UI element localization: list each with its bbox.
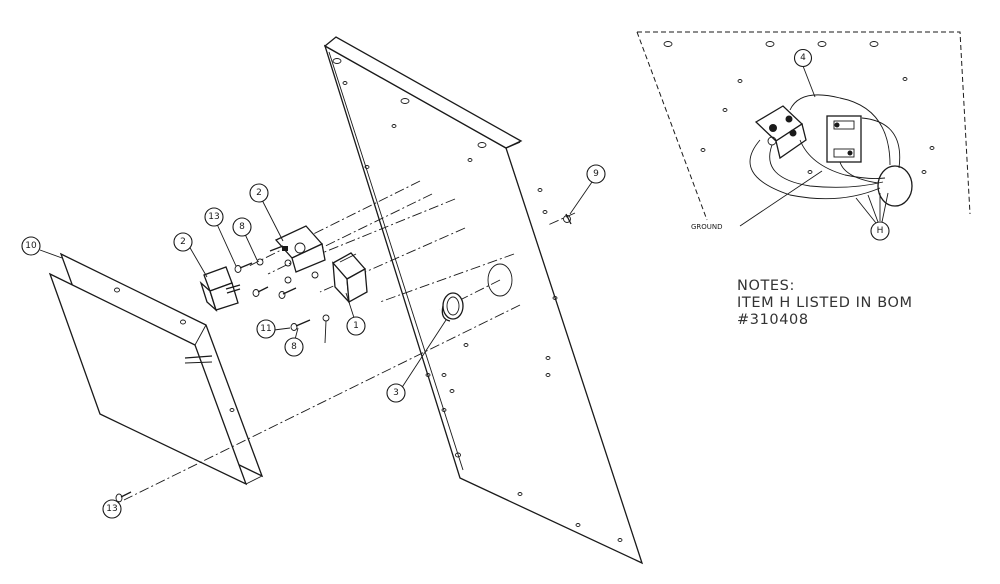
notes-block: NOTES: ITEM H LISTED IN BOM #310408 [737, 278, 913, 329]
callout-9: 9 [586, 164, 606, 184]
switch-body [269, 225, 326, 273]
callout-8-upper: 8 [232, 217, 252, 237]
screws-and-nuts [115, 213, 572, 503]
notes-heading: NOTES: [737, 278, 795, 294]
callout-4-label: 4 [800, 53, 806, 63]
callout-13-upper: 13 [204, 207, 224, 227]
callout-1-label: 1 [353, 321, 359, 331]
callout-11: 11 [256, 319, 276, 339]
alignment-lines [123, 180, 576, 501]
callout-13-upper-label: 13 [208, 212, 219, 222]
notes-line-2: #310408 [737, 312, 809, 328]
callout-3-label: 3 [393, 388, 399, 398]
callout-9-label: 9 [593, 169, 599, 179]
callout-H: H [870, 221, 890, 241]
wiring-detail-view: GROUND 4 H [636, 31, 971, 241]
notes-line-1: ITEM H LISTED IN BOM [737, 295, 913, 311]
callout-2-front-label: 2 [180, 237, 186, 247]
callout-4: 4 [793, 48, 813, 68]
callout-8-lower-label: 8 [291, 342, 297, 352]
callout-10-label: 10 [25, 241, 37, 251]
ground-label: GROUND [691, 223, 723, 231]
callout-H-label: H [877, 226, 884, 236]
relay-component [331, 252, 368, 304]
callout-13-lower-label: 13 [106, 504, 117, 514]
mounting-plate [323, 36, 644, 565]
rocker-switch [199, 266, 241, 313]
callout-10: 10 [21, 236, 41, 256]
callout-1: 1 [346, 316, 366, 336]
callout-8-upper-label: 8 [239, 222, 245, 232]
cover-plate [48, 252, 264, 486]
grommet [441, 292, 464, 322]
callout-13-lower: 13 [102, 499, 122, 519]
callout-11-label: 11 [260, 324, 271, 334]
callout-2-rear-label: 2 [256, 188, 262, 198]
callout-2-front: 2 [173, 232, 193, 252]
callout-3: 3 [386, 383, 406, 403]
callout-2-rear: 2 [249, 183, 269, 203]
callout-8-lower: 8 [284, 337, 304, 357]
